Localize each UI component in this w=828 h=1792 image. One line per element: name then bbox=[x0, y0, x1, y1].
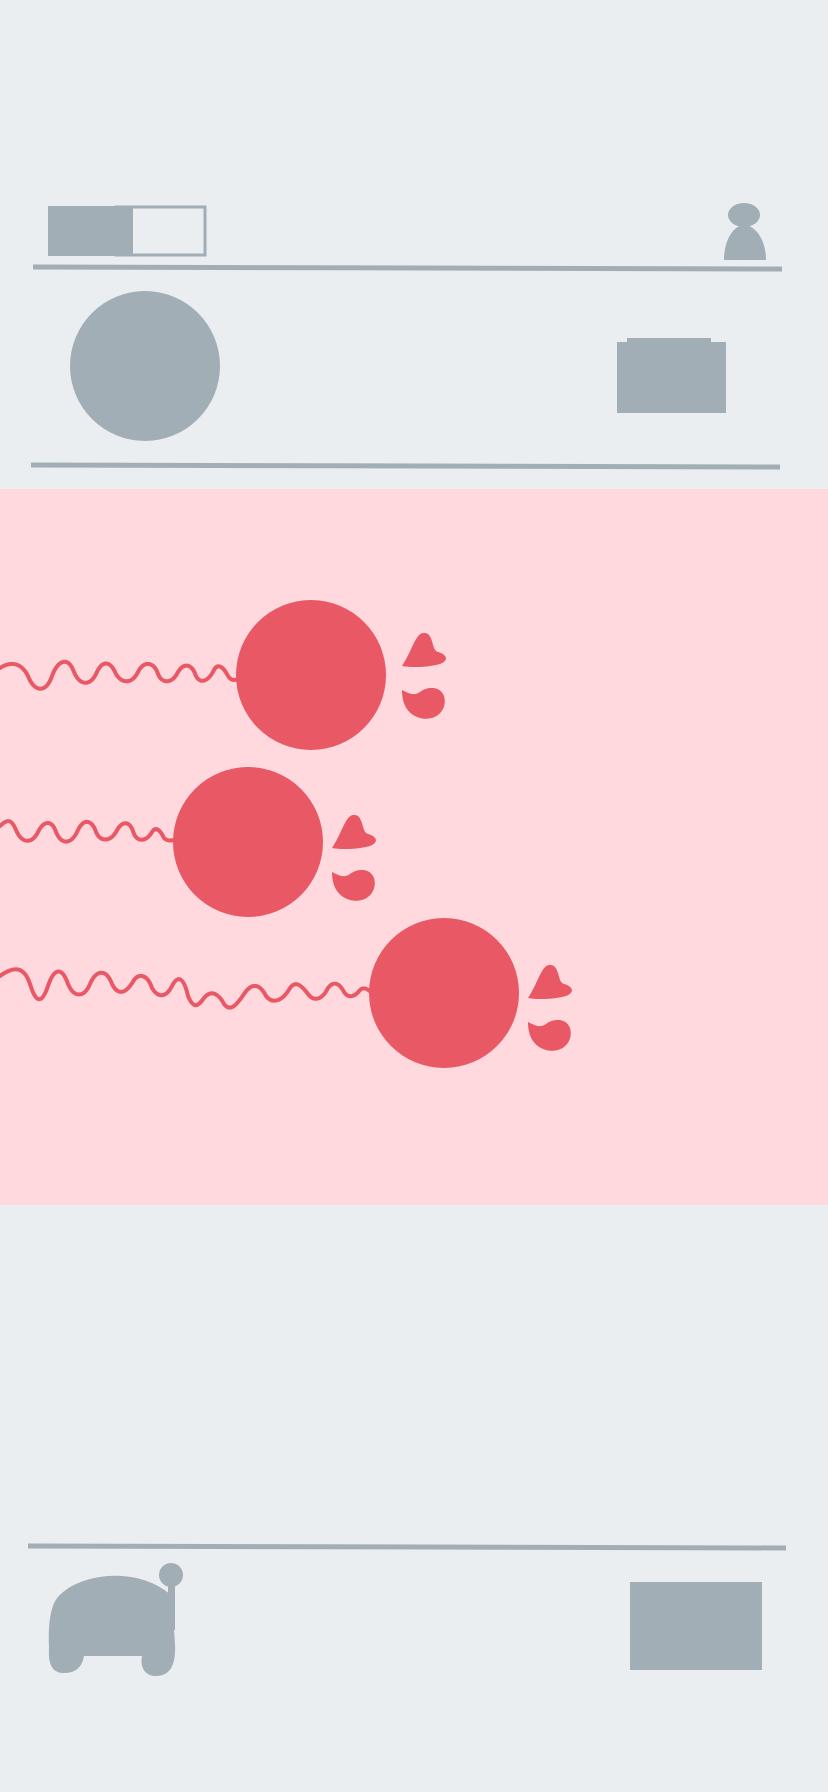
sperm-tail bbox=[0, 967, 376, 1010]
sperm-tail bbox=[0, 819, 178, 844]
sperm-icon bbox=[369, 918, 519, 1068]
top-divider bbox=[32, 264, 783, 272]
hearts-icon bbox=[528, 964, 572, 1051]
hearts-icon bbox=[332, 814, 376, 901]
bottom-divider bbox=[27, 1543, 787, 1551]
person-icon[interactable] bbox=[724, 203, 766, 260]
toggle-switch[interactable] bbox=[48, 205, 207, 257]
toggle-outline-segment bbox=[114, 205, 207, 257]
sperm-row-1 bbox=[0, 600, 446, 750]
sperm-icon bbox=[173, 767, 323, 917]
sperm-tail bbox=[0, 660, 242, 691]
sperm-icon bbox=[236, 600, 386, 750]
highlight-band bbox=[0, 489, 828, 1205]
top-panel-bottom-divider bbox=[30, 462, 781, 470]
rectangle-card-icon bbox=[617, 338, 726, 413]
circle-avatar-icon bbox=[70, 291, 220, 441]
sperm-row-2 bbox=[0, 767, 376, 917]
rectangle-card-icon[interactable] bbox=[630, 1582, 762, 1670]
bottom-panel bbox=[27, 1543, 787, 1676]
bathtub-icon[interactable] bbox=[48, 1563, 183, 1676]
top-panel bbox=[30, 203, 783, 470]
sperm-row-3 bbox=[0, 918, 572, 1068]
toggle-filled-segment bbox=[48, 206, 133, 256]
hearts-icon bbox=[402, 632, 446, 719]
